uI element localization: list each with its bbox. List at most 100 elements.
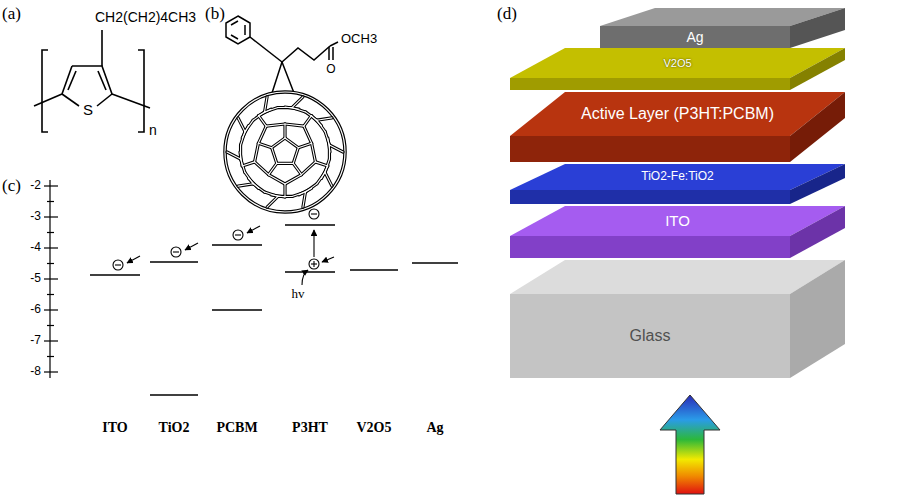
p3ht-structure <box>138 50 144 132</box>
fullerene-cage <box>225 92 345 212</box>
fullerene-cage <box>241 159 245 172</box>
charge-symbols <box>115 264 121 265</box>
fullerene-cage <box>317 118 332 120</box>
panel-letter: (d) <box>497 4 517 24</box>
panel-letter: (a) <box>2 4 21 24</box>
fullerene-cage <box>245 172 253 183</box>
pcbm-structure <box>282 46 330 62</box>
pcbm-structure <box>272 62 294 93</box>
material-label: P3HT <box>292 420 328 436</box>
material-label: ITO <box>102 420 127 436</box>
pcbm-structure <box>329 47 333 60</box>
fullerene-cage <box>258 143 271 147</box>
layer-slab: ITO <box>510 206 845 258</box>
charge-symbols <box>233 230 243 240</box>
layer-label: V2O5 <box>663 57 691 70</box>
transfer-arrows <box>247 226 260 233</box>
fullerene-cage <box>259 116 267 127</box>
fullerene-cage <box>253 184 264 192</box>
energy-axis <box>44 180 58 378</box>
fullerene-cage <box>272 148 277 164</box>
slab-shape <box>510 164 845 190</box>
fullerene-cage <box>269 163 277 174</box>
fullerene-cage <box>253 112 264 120</box>
layer-label: Active Layer (P3HT:PCBM) <box>581 105 774 123</box>
slab-shape <box>510 260 845 378</box>
fullerene-cage <box>277 163 293 164</box>
fullerene-cage <box>245 172 253 183</box>
fullerene-cage <box>238 184 253 186</box>
slab-shape <box>510 236 790 258</box>
fullerene-cage <box>238 184 253 186</box>
fullerene-cage <box>269 175 285 184</box>
pcbm-structure <box>226 16 338 93</box>
charge-symbols <box>113 209 319 270</box>
fullerene-cage <box>292 97 303 108</box>
slab-shape <box>510 294 790 378</box>
fullerene-cage <box>225 92 345 212</box>
fullerene-cage <box>325 132 329 145</box>
fullerene-cage <box>325 172 332 186</box>
fullerene-cage <box>265 97 268 112</box>
fullerene-cage <box>303 192 306 207</box>
slab-shape <box>510 92 845 136</box>
p3ht-structure <box>72 66 112 94</box>
fullerene-cage <box>227 152 241 159</box>
fullerene-cage <box>253 184 264 192</box>
fullerene-cage <box>304 126 312 143</box>
chemical-label: OCH3 <box>341 32 377 47</box>
energy-levels <box>212 244 262 246</box>
fullerene-cage <box>241 132 245 145</box>
p3ht-structure <box>98 71 106 90</box>
fullerene-cage <box>267 196 278 207</box>
slab-shape <box>510 48 845 90</box>
layer-slab: Active Layer (P3HT:PCBM) <box>510 92 845 162</box>
charge-symbols <box>235 234 241 235</box>
fullerene-cage <box>265 108 278 112</box>
fullerene-cage <box>266 124 285 126</box>
fullerene-cage <box>266 124 285 126</box>
slab-shape <box>790 164 845 204</box>
fullerene-cage <box>258 143 271 147</box>
material-label: hv <box>292 287 305 302</box>
fullerene-cage <box>242 162 254 166</box>
fullerene-cage <box>304 116 312 127</box>
fullerene-cage <box>329 145 343 152</box>
fullerene-cage <box>301 162 315 175</box>
axis-number: -6 <box>30 303 41 317</box>
fullerene-cage <box>329 145 343 152</box>
fullerene-cage <box>277 162 293 165</box>
fullerene-cage <box>272 138 285 148</box>
slab-shape <box>790 8 845 48</box>
pcbm-structure <box>250 37 282 62</box>
chemical-label: S <box>83 101 93 118</box>
slab-shape <box>600 26 790 48</box>
axis-number: -4 <box>30 241 41 255</box>
p3ht-structure <box>97 94 112 106</box>
slab-shape <box>510 48 845 78</box>
layer-label: ITO <box>665 212 690 229</box>
fullerene-cage <box>317 172 325 183</box>
fullerene-cage <box>305 184 316 192</box>
energy-levels <box>350 269 398 271</box>
material-label: TiO2 <box>159 420 190 436</box>
fullerene-cage <box>241 132 245 145</box>
fullerene-cage <box>315 162 327 166</box>
energy-levels <box>150 261 198 263</box>
energy-levels <box>90 225 458 395</box>
pcbm-structure <box>231 21 245 39</box>
charge-symbols <box>311 213 317 214</box>
p3ht-structure <box>34 94 62 106</box>
energy-axis <box>44 186 58 372</box>
p3ht-structure <box>34 30 150 132</box>
energy-axis <box>47 294 54 295</box>
energy-levels <box>285 271 335 273</box>
fullerene-cage <box>258 126 266 143</box>
transfer-arrows <box>127 256 140 263</box>
fullerene-cage <box>269 163 277 174</box>
material-label: V2O5 <box>357 420 392 436</box>
fullerene-cage <box>301 162 315 175</box>
fullerene-cage <box>325 132 329 145</box>
fullerene-cage <box>293 148 298 164</box>
